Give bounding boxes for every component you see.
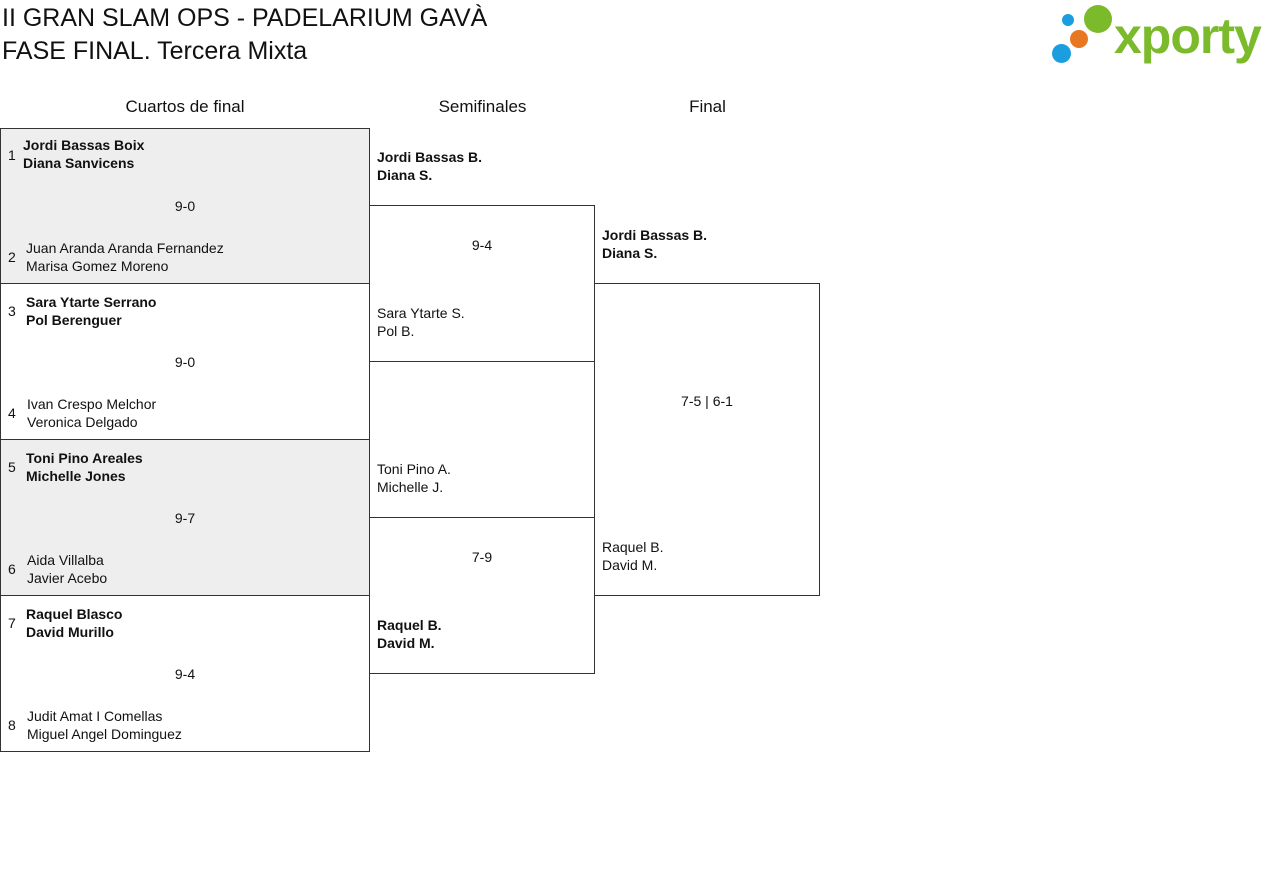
seed-number: 6 — [8, 561, 16, 577]
tournament-title: II GRAN SLAM OPS - PADELARIUM GAVÀ — [2, 4, 488, 32]
player-name: Pol B. — [377, 323, 415, 339]
final-team-top: Jordi Bassas B. Diana S. — [602, 226, 707, 262]
player-name: Judit Amat I Comellas — [27, 708, 163, 724]
qf-2-team-top: Sara Ytarte Serrano Pol Berenguer — [26, 293, 156, 329]
logo-dot-blue-small — [1062, 14, 1074, 26]
sf-2-team-bottom: Raquel B. David M. — [377, 616, 442, 652]
seed-number: 8 — [8, 717, 16, 733]
logo-dot-orange — [1070, 30, 1088, 48]
qf-match-3[interactable]: 5 Toni Pino Areales Michelle Jones 9-7 6… — [0, 439, 370, 596]
player-name: Veronica Delgado — [27, 414, 138, 430]
player-name: Toni Pino A. — [377, 461, 451, 477]
match-score: 9-4 — [174, 666, 196, 682]
match-score: 9-0 — [174, 198, 196, 214]
tournament-subtitle: FASE FINAL. Tercera Mixta — [2, 37, 308, 65]
logo-dot-green — [1084, 5, 1112, 33]
player-name: Raquel B. — [602, 539, 664, 555]
match-score: 9-0 — [174, 354, 196, 370]
seed-number: 4 — [8, 405, 16, 421]
logo-wordmark: xporty — [1114, 8, 1262, 64]
player-name: Raquel B. — [377, 617, 442, 633]
player-name: Aida Villalba — [27, 552, 104, 568]
qf-match-1[interactable]: 1 Jordi Bassas Boix Diana Sanvicens 9-0 … — [0, 128, 370, 284]
qf-4-team-top: Raquel Blasco David Murillo — [26, 605, 122, 641]
player-name: Toni Pino Areales — [26, 450, 143, 466]
player-name: Sara Ytarte Serrano — [26, 294, 157, 310]
qf-3-team-bottom: Aida Villalba Javier Acebo — [27, 551, 107, 587]
sf-1-team-top: Jordi Bassas B. Diana S. — [377, 148, 482, 184]
player-name: Diana S. — [377, 167, 433, 183]
player-name: Diana S. — [602, 245, 658, 261]
player-name: Miguel Angel Dominguez — [27, 726, 182, 742]
player-name: Jordi Bassas B. — [377, 149, 483, 165]
player-name: Jordi Bassas Boix — [23, 137, 145, 153]
match-score: 9-4 — [471, 237, 493, 253]
round-header-quarterfinals: Cuartos de final — [125, 97, 245, 116]
player-name: David M. — [602, 557, 658, 573]
qf-2-team-bottom: Ivan Crespo Melchor Veronica Delgado — [27, 395, 156, 431]
qf-3-team-top: Toni Pino Areales Michelle Jones — [26, 449, 143, 485]
logo-dot-blue-large — [1052, 44, 1071, 63]
seed-number: 7 — [8, 615, 16, 631]
player-name: Ivan Crespo Melchor — [27, 396, 157, 412]
player-name: Jordi Bassas B. — [602, 227, 708, 243]
player-name: Michelle Jones — [26, 468, 126, 484]
player-name: David M. — [377, 635, 435, 651]
match-score: 7-9 — [471, 549, 493, 565]
player-name: Pol Berenguer — [26, 312, 122, 328]
qf-match-2[interactable]: 3 Sara Ytarte Serrano Pol Berenguer 9-0 … — [0, 283, 370, 440]
final-team-bottom: Raquel B. David M. — [602, 538, 663, 574]
sf-2-team-top: Toni Pino A. Michelle J. — [377, 460, 451, 496]
player-name: Raquel Blasco — [26, 606, 123, 622]
player-name: Juan Aranda Aranda Fernandez — [26, 240, 224, 256]
qf-4-team-bottom: Judit Amat I Comellas Miguel Angel Domin… — [27, 707, 182, 743]
final-match[interactable]: 7-5 | 6-1 — [594, 283, 820, 596]
seed-number: 3 — [8, 303, 16, 319]
player-name: Diana Sanvicens — [23, 155, 135, 171]
seed-number: 2 — [8, 249, 16, 265]
match-score: 9-7 — [174, 510, 196, 526]
player-name: Marisa Gomez Moreno — [26, 258, 169, 274]
sf-1-team-bottom: Sara Ytarte S. Pol B. — [377, 304, 465, 340]
sf-match-1[interactable]: 9-4 — [369, 205, 595, 362]
round-header-final: Final — [689, 97, 726, 116]
match-score: 7-5 | 6-1 — [681, 393, 733, 409]
round-header-semifinals: Semifinales — [438, 97, 527, 116]
qf-1-team-bottom: Juan Aranda Aranda Fernandez Marisa Gome… — [26, 239, 224, 275]
sf-match-2[interactable]: 7-9 — [369, 517, 595, 674]
player-name: Javier Acebo — [27, 570, 108, 586]
xporty-logo[interactable]: xporty — [1050, 4, 1276, 68]
seed-number: 5 — [8, 459, 16, 475]
player-name: David Murillo — [26, 624, 114, 640]
player-name: Sara Ytarte S. — [377, 305, 465, 321]
qf-match-4[interactable]: 7 Raquel Blasco David Murillo 9-4 8 Judi… — [0, 595, 370, 752]
seed-number: 1 — [8, 147, 16, 163]
player-name: Michelle J. — [377, 479, 444, 495]
qf-1-team-top: Jordi Bassas Boix Diana Sanvicens — [23, 136, 144, 172]
